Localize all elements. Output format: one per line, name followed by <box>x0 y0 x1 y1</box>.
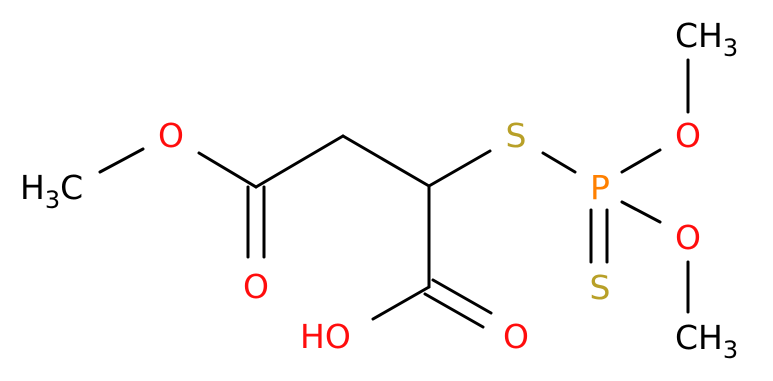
thioether-sulfur-label: S <box>506 116 527 155</box>
lower-oxygen-label: O <box>675 218 701 257</box>
ester-oxygen-label: O <box>158 116 184 155</box>
phosphorus-label: P <box>590 168 610 207</box>
bond-acid-double-1 <box>431 278 493 315</box>
thione-sulfur-label: S <box>590 268 611 307</box>
bond-p-o-upper <box>620 148 662 174</box>
ester-carbonyl-oxygen-label: O <box>243 267 269 306</box>
acid-hydroxyl-label: HO <box>300 317 351 356</box>
bonds <box>98 58 690 329</box>
bond-cooh-oh <box>371 285 431 321</box>
bond-ch2-ch <box>341 134 431 188</box>
bond-ch3-o-left <box>98 147 145 174</box>
bond-s-p <box>541 151 577 174</box>
methyl-left-label: H3C <box>20 168 83 214</box>
lower-methyl-label: CH3 <box>675 318 738 364</box>
atom-labels: H3C O O S P S O CH3 O CH3 HO O <box>20 16 738 364</box>
bond-carbonylc-ch2 <box>254 134 345 189</box>
bond-o-carbonylc <box>197 151 258 189</box>
acid-carbonyl-oxygen-label: O <box>503 317 529 356</box>
bond-acid-double-2 <box>423 292 485 329</box>
bond-ch-s <box>427 149 492 188</box>
upper-oxygen-label: O <box>675 116 701 155</box>
bond-p-o-lower <box>620 200 662 224</box>
upper-methyl-label: CH3 <box>675 16 738 62</box>
